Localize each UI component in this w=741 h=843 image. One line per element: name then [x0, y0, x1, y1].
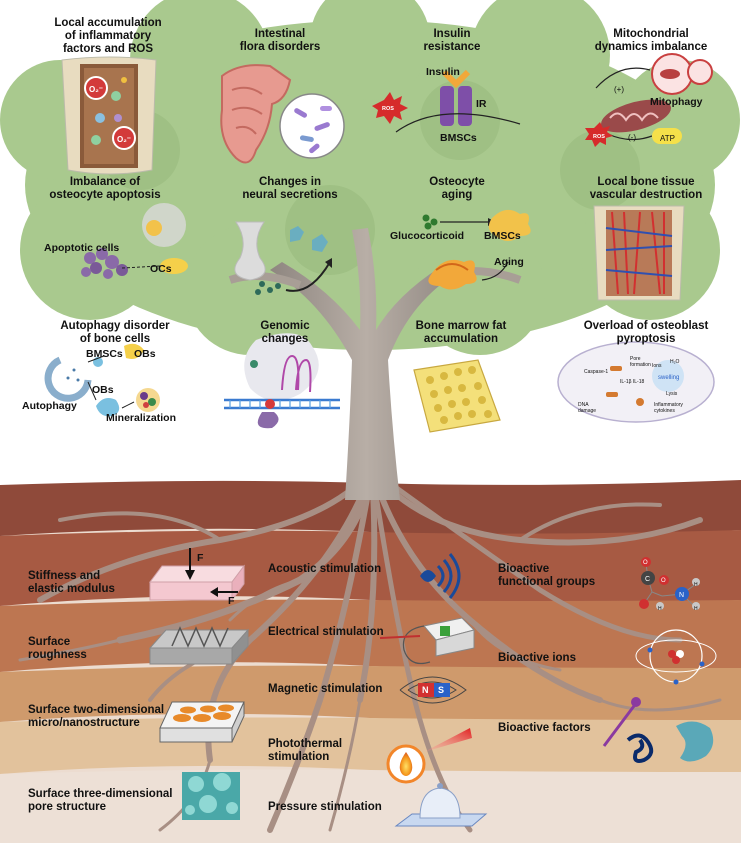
- label-ros-o2-2: O₂⁻: [117, 135, 131, 144]
- label-obs-top: OBs: [134, 348, 156, 360]
- neuron-secretion-icon: [234, 221, 332, 295]
- label-ros-mito: ROS: [593, 134, 605, 140]
- label-magnet-n: N: [422, 685, 429, 695]
- label-mineralization: Mineralization: [106, 412, 177, 424]
- ion-atom-icon: [635, 629, 717, 685]
- label-pyro-lysis: Lysis: [666, 391, 678, 397]
- label-pyro-casp: Caspase-1: [584, 369, 609, 375]
- label-force-f2: F: [228, 595, 235, 607]
- label-mitophagy: Mitophagy: [650, 96, 703, 108]
- genomic-dna-icon: [224, 333, 340, 429]
- label-functional: Bioactive functional groups: [498, 563, 596, 588]
- bioactive-factor-icon: [602, 697, 714, 763]
- label-bmscs-aging: BMSCs: [484, 230, 521, 242]
- label-ros-o2-1: O₂⁻: [89, 85, 103, 94]
- label-bmscs-insulin: BMSCs: [440, 132, 477, 144]
- label-inflammatory: Local accumulation of inflammatory facto…: [54, 17, 162, 55]
- pore-structure-icon: [182, 772, 240, 820]
- apoptotic-cells-icon: [81, 203, 188, 279]
- photothermal-icon: [386, 728, 472, 784]
- label-pyro-pore: Pore formation: [630, 356, 651, 368]
- label-pressure: Pressure stimulation: [268, 801, 382, 813]
- label-apoptosis: Imbalance of osteocyte apoptosis: [49, 176, 161, 201]
- label-bmscs-auto: BMSCs: [86, 348, 123, 360]
- label-osteocyte-aging: Osteocyte aging: [429, 176, 485, 201]
- label-apoptotic-cells: Apoptotic cells: [44, 242, 120, 254]
- label-force-f1: F: [197, 552, 204, 564]
- label-photothermal: Photothermal stimulation: [268, 738, 343, 763]
- label-atom-h2: H: [694, 606, 698, 612]
- label-pyro-ions: Ions: [652, 363, 662, 369]
- label-ir: IR: [476, 98, 487, 110]
- label-atom-n: N: [679, 592, 685, 599]
- label-neural: Changes in neural secretions: [242, 176, 338, 201]
- label-mito-dynamics: Mitochondrial dynamics imbalance: [594, 28, 708, 53]
- functional-groups-icon: [639, 557, 700, 610]
- label-insulin: Insulin: [426, 66, 460, 78]
- marrow-fat-icon: [413, 359, 501, 433]
- pressure-device-icon: [394, 783, 488, 827]
- label-minus: (-): [628, 133, 636, 142]
- label-vascular: Local bone tissue vascular destruction: [589, 176, 703, 201]
- label-glucocorticoid: Glucocorticoid: [390, 230, 465, 242]
- label-flora: Intestinal flora disorders: [239, 28, 321, 53]
- label-stiffness: Stiffness and elastic modulus: [28, 570, 115, 595]
- label-atom-h1: H: [694, 582, 698, 588]
- label-atom-o2: O: [661, 578, 666, 584]
- label-magnet-s: S: [438, 685, 445, 695]
- inflammation-bone-icon: [61, 56, 157, 175]
- insulin-receptor-icon: [372, 69, 521, 133]
- label-factors: Bioactive factors: [498, 722, 591, 734]
- roughness-block-icon: [148, 626, 250, 666]
- label-two-d: Surface two-dimensional micro/nanostruct…: [28, 704, 165, 729]
- electrical-device-icon: [379, 617, 475, 665]
- label-pyro-swelling: swelling: [658, 375, 680, 381]
- label-autophagy: Autophagy: [22, 400, 77, 412]
- tree-foliage: [0, 0, 740, 355]
- pyroptosis-icon: [557, 341, 715, 423]
- stiffness-block-icon: [149, 548, 245, 602]
- label-atom-c: C: [645, 576, 651, 583]
- intestine-icon: [220, 64, 345, 164]
- label-ocs: OCs: [150, 263, 172, 275]
- label-fat: Bone marrow fat accumulation: [415, 320, 507, 345]
- label-pyro-h2o: H₂O: [670, 359, 680, 365]
- label-roughness: Surface roughness: [28, 636, 87, 661]
- label-insulin-resistance: Insulin resistance: [423, 28, 481, 53]
- label-three-d: Surface three-dimensional pore structure: [28, 788, 173, 813]
- autophagy-icon: [44, 343, 160, 417]
- label-obs-mid: OBs: [92, 384, 114, 396]
- acoustic-wave-icon: [420, 553, 461, 599]
- label-electrical: Electrical stimulation: [268, 626, 384, 638]
- label-ros-insulin: ROS: [382, 106, 394, 112]
- vascular-bone-icon: [593, 205, 685, 301]
- label-pyro-il: IL-1β IL-18: [620, 379, 645, 385]
- label-acoustic: Acoustic stimulation: [268, 563, 382, 575]
- mitochondria-icon: [585, 53, 713, 147]
- label-atom-o1: O: [643, 560, 648, 566]
- label-atom-h3: H: [658, 606, 662, 612]
- label-magnetic: Magnetic stimulation: [268, 683, 383, 695]
- label-pyro-cyto: Inflammatory cytokines: [654, 402, 683, 414]
- label-pyroptosis: Overload of osteoblast pyroptosis: [583, 320, 709, 345]
- label-autophagy-disorder: Autophagy disorder of bone cells: [60, 320, 170, 345]
- label-atp: ATP: [660, 134, 675, 143]
- label-plus: (+): [614, 85, 624, 94]
- osteocyte-aging-icon: [422, 209, 531, 290]
- magnet-icon: [399, 676, 467, 704]
- label-genomic: Genomic changes: [260, 320, 310, 345]
- micro-nano-block-icon: [159, 701, 245, 743]
- label-ions: Bioactive ions: [498, 652, 576, 664]
- label-pyro-dna: DNA damage: [578, 402, 597, 414]
- label-aging: Aging: [494, 256, 524, 268]
